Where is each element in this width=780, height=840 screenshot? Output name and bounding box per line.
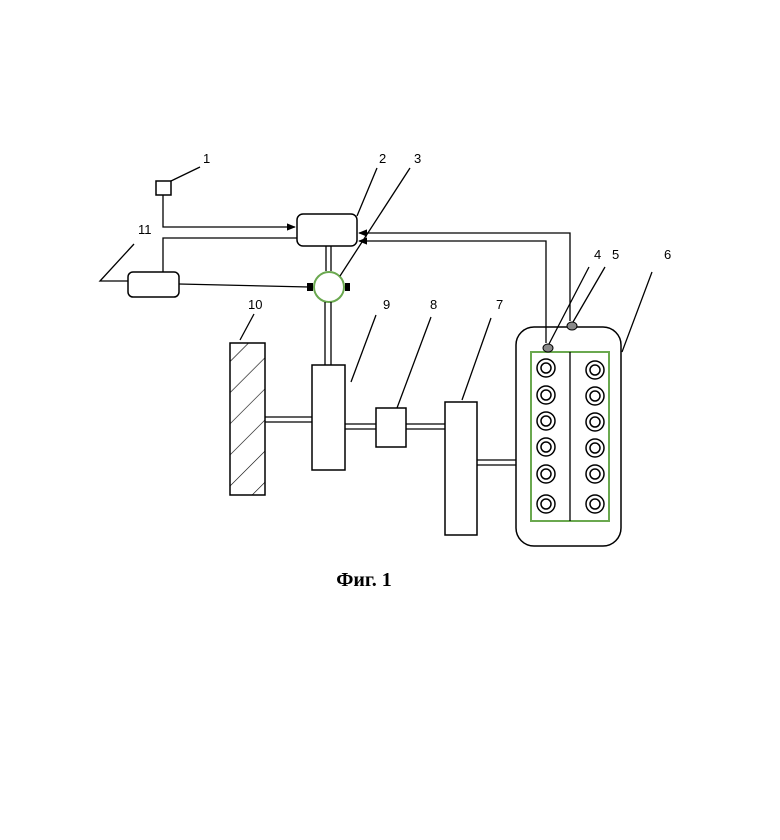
element-11-box xyxy=(128,272,179,297)
label-9: 9 xyxy=(383,297,390,312)
label-7: 7 xyxy=(496,297,503,312)
element-9-block xyxy=(312,365,345,470)
label-5: 5 xyxy=(612,247,619,262)
label-4: 4 xyxy=(594,247,601,262)
element-3-valve xyxy=(314,272,344,302)
element-4-sensor xyxy=(543,344,553,352)
label-2: 2 xyxy=(379,151,386,166)
element-8-coupling xyxy=(376,408,406,447)
label-11: 11 xyxy=(138,222,152,237)
figure-caption: Фиг. 1 xyxy=(336,569,392,591)
label-10: 10 xyxy=(248,297,262,312)
connection-4-to-2 xyxy=(359,241,546,343)
connection-1-to-2 xyxy=(163,195,295,227)
element-2-controller xyxy=(297,214,357,246)
element-7-block xyxy=(445,402,477,535)
label-6: 6 xyxy=(664,247,671,262)
element-10-hatched xyxy=(230,343,265,495)
label-3: 3 xyxy=(414,151,421,166)
element-1-sensor xyxy=(156,181,171,195)
element-5-sensor xyxy=(567,322,577,330)
connection-5-to-2 xyxy=(359,233,570,321)
connection-11-to-3 xyxy=(179,284,309,287)
connection-11-to-2 xyxy=(163,238,297,272)
label-1: 1 xyxy=(203,151,210,166)
label-8: 8 xyxy=(430,297,437,312)
